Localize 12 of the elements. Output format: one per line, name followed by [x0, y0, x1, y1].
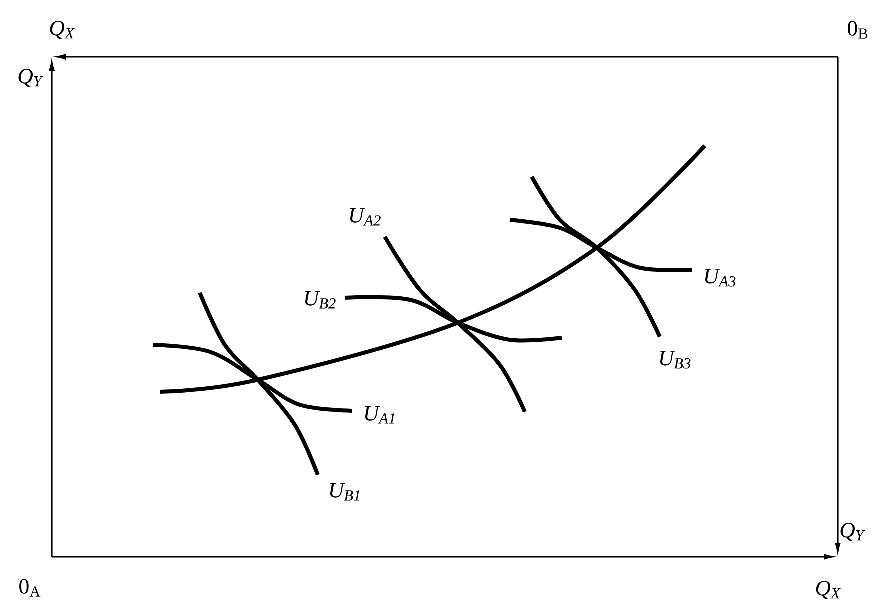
- axis-label: U$_{A1}$: [365, 406, 395, 424]
- axis-label: Q$_{Y}$: [840, 522, 866, 542]
- axis-label: U$_{A2}$: [350, 208, 381, 226]
- axis-label: U$_{B1}$: [330, 483, 360, 501]
- axis-label: U$_{B3}$: [660, 351, 691, 369]
- axis-label: Q$_{X}$: [816, 580, 841, 600]
- axis-label: U$_{B2}$: [305, 291, 336, 309]
- axis-label: Q$_{Y}$: [18, 68, 44, 88]
- axis-label: 0$_{B}$: [848, 21, 868, 39]
- axis-label: 0$_{A}$: [20, 579, 41, 597]
- axis-label: U$_{A3}$: [705, 269, 736, 287]
- axis-label: Q$_{X}$: [50, 20, 75, 40]
